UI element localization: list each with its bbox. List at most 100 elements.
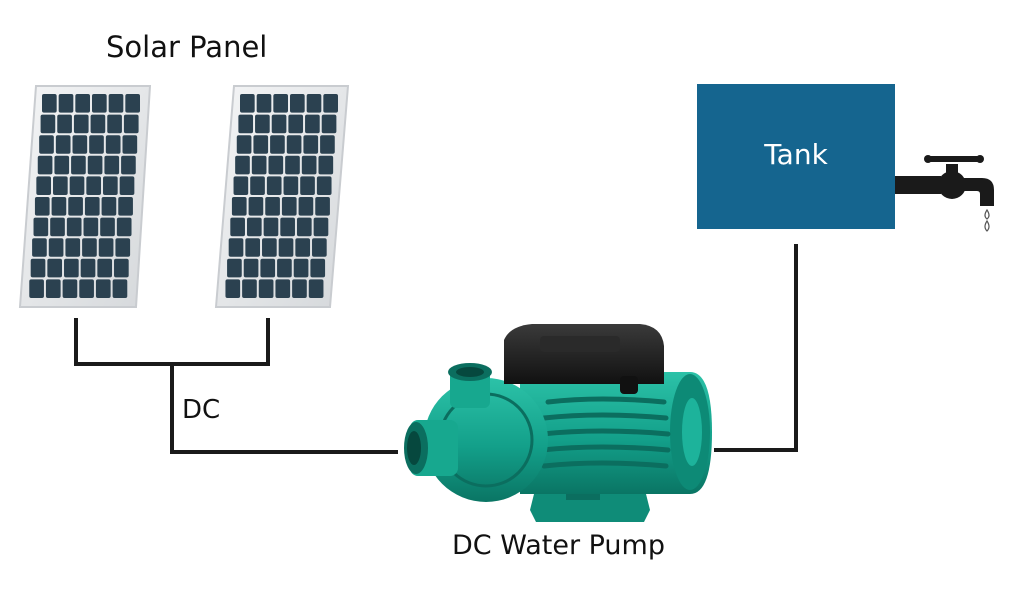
solar-cell	[280, 217, 295, 237]
solar-cell	[310, 258, 326, 278]
solar-cell	[123, 114, 139, 134]
solar-cell	[231, 197, 247, 216]
solar-cell	[236, 135, 252, 154]
solar-cell	[308, 279, 324, 298]
solar-cell	[313, 217, 329, 237]
solar-cell	[112, 279, 128, 298]
solar-cell	[42, 94, 57, 113]
solar-cell	[95, 279, 111, 298]
solar-cell	[305, 114, 320, 134]
solar-cell	[104, 155, 120, 175]
solar-cell	[39, 135, 54, 154]
solar-cell	[57, 114, 72, 134]
solar-cell	[69, 176, 85, 195]
solar-cell	[54, 155, 70, 175]
solar-cell	[66, 217, 82, 237]
solar-cell	[90, 114, 106, 134]
solar-cell	[82, 238, 97, 257]
pump-to-tank-pipe	[714, 244, 798, 452]
solar-cell	[263, 217, 279, 237]
solar-cell	[248, 197, 264, 216]
solar-cell	[256, 94, 272, 113]
solar-cell	[121, 155, 136, 175]
faucet-icon	[895, 155, 994, 232]
solar-cell	[243, 258, 259, 278]
dc-water-pump-label: DC Water Pump	[452, 530, 665, 561]
solar-cell	[296, 217, 312, 237]
solar-cell	[122, 135, 138, 154]
solar-cell	[118, 197, 133, 216]
solar-cell	[114, 258, 129, 278]
solar-cell	[100, 217, 115, 237]
solar-cell	[258, 279, 274, 298]
solar-cell	[86, 176, 102, 195]
solar-cell	[288, 114, 304, 134]
solar-cell	[72, 135, 88, 154]
solar-cell	[240, 94, 255, 113]
solar-cell	[292, 279, 307, 298]
solar-cell	[300, 176, 315, 195]
solar-panel-left-cells	[29, 94, 140, 298]
solar-cell	[268, 155, 284, 175]
dc-water-pump	[404, 324, 712, 522]
solar-cell	[119, 176, 135, 195]
panel-connection-wire	[74, 318, 270, 366]
solar-cell	[285, 155, 300, 175]
solar-cell	[79, 279, 94, 298]
solar-cell	[253, 135, 269, 154]
solar-cell	[262, 238, 277, 257]
solar-cell	[101, 197, 117, 216]
solar-cell	[281, 197, 297, 216]
solar-cell	[125, 94, 140, 113]
solar-cell	[238, 114, 254, 134]
solar-cell	[293, 258, 309, 278]
solar-cell	[40, 114, 56, 134]
solar-cell	[245, 238, 261, 257]
solar-cell	[255, 114, 270, 134]
solar-cell	[30, 258, 46, 278]
solar-cell	[32, 238, 47, 257]
solar-cell	[107, 114, 122, 134]
solar-cell	[227, 258, 242, 278]
solar-cell	[246, 217, 262, 237]
solar-cell	[265, 197, 280, 216]
tank	[697, 84, 895, 229]
solar-cell	[103, 176, 118, 195]
solar-cell	[50, 217, 65, 237]
solar-cell	[55, 135, 71, 154]
solar-cell	[251, 155, 267, 175]
solar-cell	[47, 258, 63, 278]
solar-cell	[116, 217, 132, 237]
solar-cell	[320, 135, 335, 154]
dc-wiring	[74, 318, 398, 454]
solar-cell	[316, 176, 332, 195]
solar-cell	[65, 238, 81, 257]
solar-cell	[29, 279, 44, 298]
solar-cell	[321, 114, 337, 134]
solar-cell	[250, 176, 265, 195]
solar-cell	[84, 197, 100, 216]
solar-cell	[71, 155, 86, 175]
solar-cell	[298, 197, 314, 216]
solar-cell	[225, 279, 241, 298]
solar-cell	[277, 258, 292, 278]
solar-panel-label: Solar Panel	[106, 30, 268, 64]
solar-cell	[230, 217, 245, 237]
solar-cell	[270, 135, 285, 154]
solar-cell	[36, 176, 52, 195]
solar-cell	[295, 238, 311, 257]
solar-cell	[92, 94, 107, 113]
solar-cell	[233, 176, 249, 195]
solar-cell	[235, 155, 250, 175]
solar-cell	[306, 94, 322, 113]
solar-cell	[83, 217, 99, 237]
solar-cell	[273, 94, 288, 113]
solar-cell	[260, 258, 276, 278]
solar-cell	[278, 238, 294, 257]
solar-cell	[45, 279, 61, 298]
solar-cell	[108, 94, 124, 113]
solar-cell	[87, 155, 103, 175]
solar-cell	[323, 94, 338, 113]
